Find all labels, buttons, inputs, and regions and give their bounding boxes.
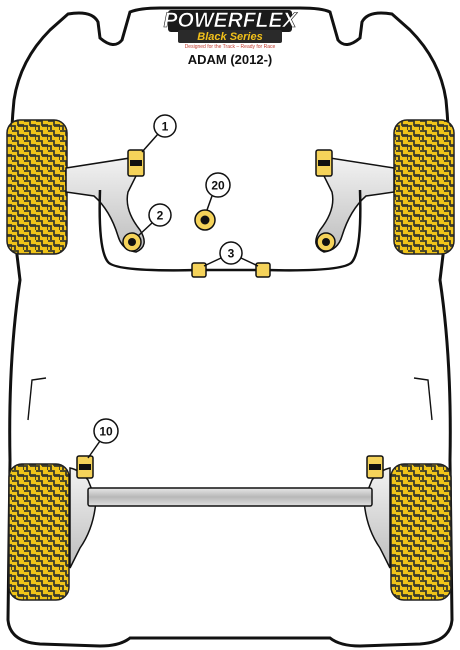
- bush-front-left: [127, 149, 145, 177]
- callout-2[interactable]: 2: [137, 203, 172, 237]
- arb-bush-right: [255, 262, 271, 278]
- rear-beam-axle: [87, 487, 373, 507]
- anti-roll-bar: [98, 189, 362, 272]
- logo-brand: POWERFLEX: [163, 9, 298, 32]
- body-line-right: [413, 377, 433, 421]
- tyre-rear-right: [390, 463, 452, 601]
- callout-20-label: 20: [211, 179, 225, 193]
- callout-10[interactable]: 10: [87, 418, 119, 459]
- callout-2-label: 2: [157, 209, 164, 223]
- body-line-left: [27, 377, 47, 421]
- engine-mount-insert: [194, 209, 216, 231]
- bush-arm-rear-right: [316, 232, 336, 252]
- bush-front-right: [315, 149, 333, 177]
- arb-bush-left: [191, 262, 207, 278]
- powerflex-logo: POWERFLEX Black Series Designed for the …: [163, 9, 299, 50]
- model-title: ADAM (2012-): [188, 52, 273, 67]
- logo-series: Black Series: [197, 31, 262, 43]
- callout-20[interactable]: 20: [205, 172, 231, 211]
- callout-3[interactable]: 3: [203, 241, 259, 267]
- tyre-rear-left: [8, 463, 70, 601]
- logo-tagline: Designed for the Track – Ready for Race: [185, 44, 276, 50]
- callout-10-label: 10: [99, 425, 113, 439]
- bush-arm-rear-left: [122, 232, 142, 252]
- bush-rear-left: [76, 455, 94, 479]
- callout-1[interactable]: 1: [141, 114, 177, 153]
- tyre-front-left: [6, 119, 68, 255]
- callout-1-label: 1: [162, 120, 169, 134]
- bush-rear-right: [366, 455, 384, 479]
- tyre-front-right: [393, 119, 455, 255]
- callout-3-label: 3: [228, 247, 235, 261]
